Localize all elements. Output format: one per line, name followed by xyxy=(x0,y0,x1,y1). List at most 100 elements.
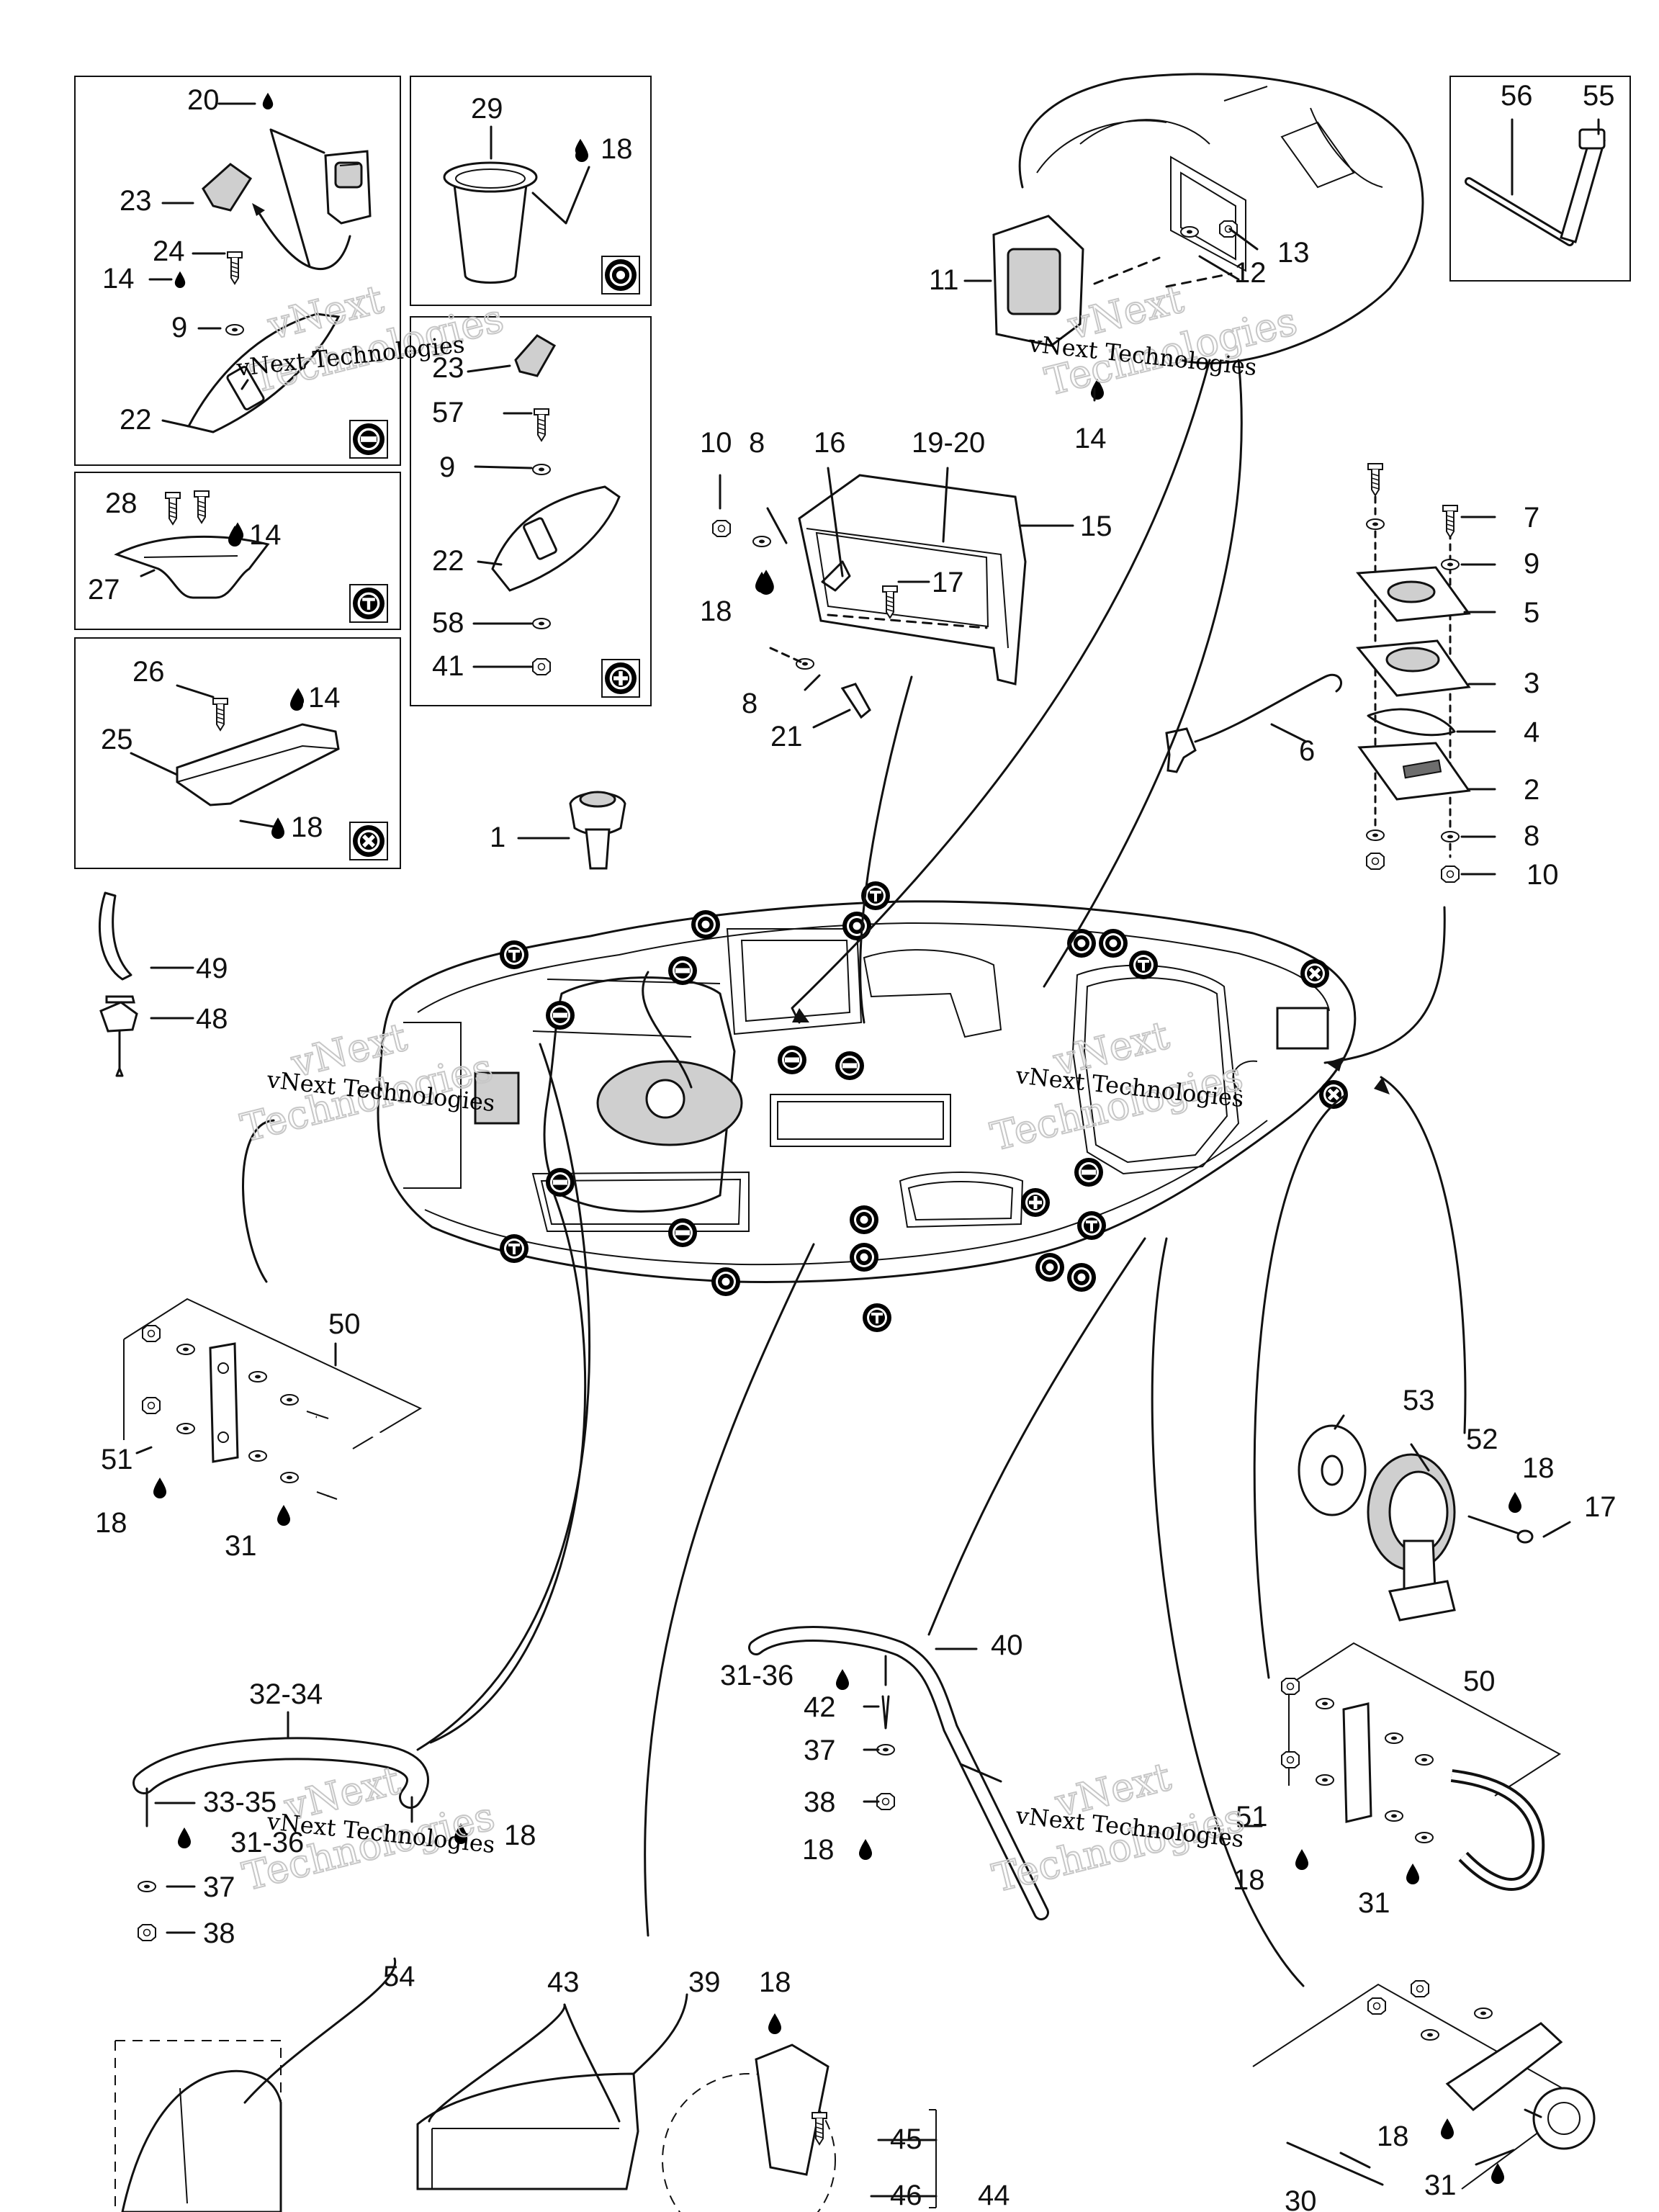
callout-51: 51 xyxy=(1236,1801,1268,1833)
callout-18: 18 xyxy=(291,811,323,843)
callout-21: 21 xyxy=(770,721,803,752)
callout-12: 12 xyxy=(1234,257,1267,289)
callout-18: 18 xyxy=(1522,1452,1555,1484)
callout-23: 23 xyxy=(120,185,152,217)
callout-45: 45 xyxy=(890,2123,922,2155)
callout-51: 51 xyxy=(101,1444,133,1475)
tee-icon xyxy=(353,588,385,619)
target-icon xyxy=(605,259,637,291)
callout-50: 50 xyxy=(328,1308,361,1340)
callout-10: 10 xyxy=(1527,859,1559,891)
callout-labels: 20 23 24 14 9 22 29 18 23 57 9 22 58 41 … xyxy=(88,80,1617,2212)
callout-57: 57 xyxy=(432,397,464,428)
callout-14: 14 xyxy=(1074,423,1107,454)
callout-17: 17 xyxy=(932,567,964,598)
callout-54: 54 xyxy=(383,1961,415,1992)
drain-plug-assembly xyxy=(1298,1424,1534,1622)
callout-18: 18 xyxy=(802,1834,835,1866)
callout-14: 14 xyxy=(102,263,135,295)
callout-19-20: 19-20 xyxy=(912,427,985,459)
callout-20: 20 xyxy=(187,84,220,116)
callout-33-35: 33-35 xyxy=(203,1786,276,1818)
callout-32-34: 32-34 xyxy=(249,1678,323,1710)
inset-box-target xyxy=(410,76,652,306)
callout-49: 49 xyxy=(196,953,228,984)
callout-16: 16 xyxy=(814,427,846,459)
callout-9: 9 xyxy=(1524,548,1539,580)
callout-22: 22 xyxy=(432,545,464,577)
callout-11: 11 xyxy=(929,264,959,296)
callout-31: 31 xyxy=(225,1530,257,1562)
callout-5: 5 xyxy=(1524,597,1539,629)
callout-40: 40 xyxy=(991,1629,1023,1661)
callout-9: 9 xyxy=(439,451,455,483)
callout-27: 27 xyxy=(88,574,120,606)
u-bracket-left xyxy=(123,1298,423,1530)
callout-18: 18 xyxy=(95,1507,127,1539)
leader-lines xyxy=(130,102,1600,2198)
callout-13: 13 xyxy=(1277,237,1310,269)
callout-8: 8 xyxy=(749,427,765,459)
callout-17: 17 xyxy=(1584,1491,1617,1523)
callout-31: 31 xyxy=(1424,2170,1457,2201)
callout-25: 25 xyxy=(101,724,133,755)
callout-29: 29 xyxy=(471,93,503,125)
inset-box-plus xyxy=(410,316,652,706)
callout-8: 8 xyxy=(1524,820,1539,852)
inset-box-cross xyxy=(74,637,401,869)
handle-32-34 xyxy=(132,1737,429,1941)
plus-icon xyxy=(605,662,637,694)
callout-18: 18 xyxy=(1377,2121,1409,2152)
latch-assembly xyxy=(1165,463,1471,883)
callout-44: 44 xyxy=(978,2180,1010,2211)
callout-42: 42 xyxy=(804,1691,836,1723)
callout-31-36: 31-36 xyxy=(720,1660,793,1691)
callout-52: 52 xyxy=(1466,1424,1498,1455)
dashboard-inset xyxy=(992,73,1424,400)
callout-1: 1 xyxy=(490,822,505,853)
callout-7: 7 xyxy=(1524,502,1539,534)
callout-18: 18 xyxy=(1233,1864,1265,1896)
callout-38: 38 xyxy=(804,1786,836,1818)
inset-box-tee xyxy=(74,472,401,630)
callout-9: 9 xyxy=(171,312,187,343)
callout-28: 28 xyxy=(105,487,138,519)
callout-14: 14 xyxy=(308,682,341,714)
callout-18: 18 xyxy=(700,595,732,627)
callout-23: 23 xyxy=(432,352,464,384)
callout-18: 18 xyxy=(759,1966,791,1998)
callout-38: 38 xyxy=(203,1917,235,1949)
callout-4: 4 xyxy=(1524,716,1539,748)
inset-box-minus xyxy=(74,76,401,466)
callout-6: 6 xyxy=(1299,735,1315,767)
callout-43: 43 xyxy=(547,1966,580,1998)
callout-48: 48 xyxy=(196,1003,228,1035)
callout-53: 53 xyxy=(1403,1385,1435,1416)
glovebox-assembly xyxy=(712,474,1027,719)
minus-icon xyxy=(353,423,385,455)
cross-icon xyxy=(353,825,385,857)
callout-22: 22 xyxy=(120,404,152,436)
callout-50: 50 xyxy=(1463,1665,1496,1697)
callout-8: 8 xyxy=(742,688,757,719)
callout-24: 24 xyxy=(153,235,185,267)
callout-56: 56 xyxy=(1501,80,1533,112)
left-small-parts xyxy=(98,791,626,1077)
callout-39: 39 xyxy=(688,1966,721,1998)
callout-37: 37 xyxy=(203,1871,235,1903)
callout-15: 15 xyxy=(1080,511,1112,542)
u-bracket-right xyxy=(1281,1642,1561,1891)
callout-58: 58 xyxy=(432,607,464,639)
bottom-components xyxy=(114,1980,1596,2212)
callout-31: 31 xyxy=(1358,1887,1390,1919)
callout-37: 37 xyxy=(804,1735,836,1766)
callout-30: 30 xyxy=(1285,2185,1317,2212)
inset-box-tools xyxy=(1449,76,1631,282)
callout-31-36: 31-36 xyxy=(230,1827,304,1858)
callout-55: 55 xyxy=(1583,80,1615,112)
callout-46: 46 xyxy=(890,2180,922,2211)
callout-2: 2 xyxy=(1524,774,1539,806)
callout-26: 26 xyxy=(132,656,165,688)
handle-40 xyxy=(748,1626,1049,1920)
hull-body xyxy=(377,881,1357,1332)
